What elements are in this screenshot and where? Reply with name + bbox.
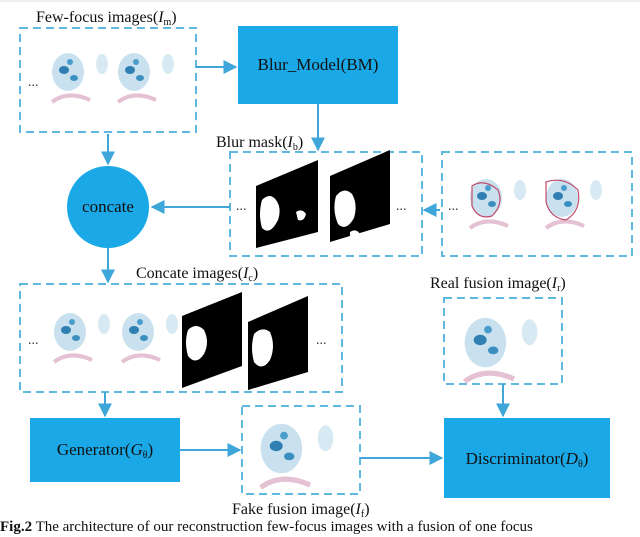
blur-mask-label: Blur mask(Ib) xyxy=(216,134,303,153)
concate-node xyxy=(67,166,149,248)
generator-block xyxy=(30,418,180,482)
real-fusion-label: Real fusion image(Ir) xyxy=(430,275,566,294)
microscope-image xyxy=(116,51,176,104)
ellipsis: ... xyxy=(28,333,39,348)
concate-label: concate xyxy=(82,197,134,216)
microscope-image xyxy=(52,311,112,364)
fake-fusion-box xyxy=(241,405,361,495)
discriminator-block xyxy=(444,418,610,498)
generator-label: Generator(Gθ) xyxy=(57,440,153,461)
discriminator-label: Discriminator(Dθ) xyxy=(466,449,589,470)
microscope-image xyxy=(50,51,110,104)
blur-mask-image xyxy=(182,292,242,388)
blur-mask-box xyxy=(229,151,423,257)
caption-text: The architecture of our reconstruction f… xyxy=(32,519,533,535)
fake-fusion-label: Fake fusion image(If) xyxy=(232,501,370,520)
figure-caption: Fig.2 The architecture of our reconstruc… xyxy=(0,518,640,537)
ellipsis: ... xyxy=(448,199,459,214)
ellipsis: ... xyxy=(28,75,39,90)
overlay-image xyxy=(544,177,604,230)
real-fusion-image xyxy=(465,318,538,382)
ellipsis: ... xyxy=(396,199,407,214)
few-focus-images-box xyxy=(19,27,197,133)
concate-images-label: Concate images(Ic) xyxy=(136,265,258,284)
figure-number: Fig.2 xyxy=(0,519,33,535)
blur-model-label: Blur_Model(BM) xyxy=(258,55,379,74)
ellipsis: ... xyxy=(316,333,327,348)
blur-model-block xyxy=(238,26,398,104)
blur-mask-image xyxy=(256,160,318,248)
blur-overlay-box xyxy=(441,151,633,257)
ellipsis: ... xyxy=(236,199,247,214)
blur-mask-image xyxy=(248,296,308,390)
few-focus-label: Few-focus images(Im) xyxy=(36,9,177,28)
fake-fusion-image xyxy=(261,424,334,488)
overlay-image xyxy=(468,177,528,230)
blur-mask-image xyxy=(330,150,390,242)
concate-images-box xyxy=(19,283,343,393)
microscope-image xyxy=(120,311,180,364)
